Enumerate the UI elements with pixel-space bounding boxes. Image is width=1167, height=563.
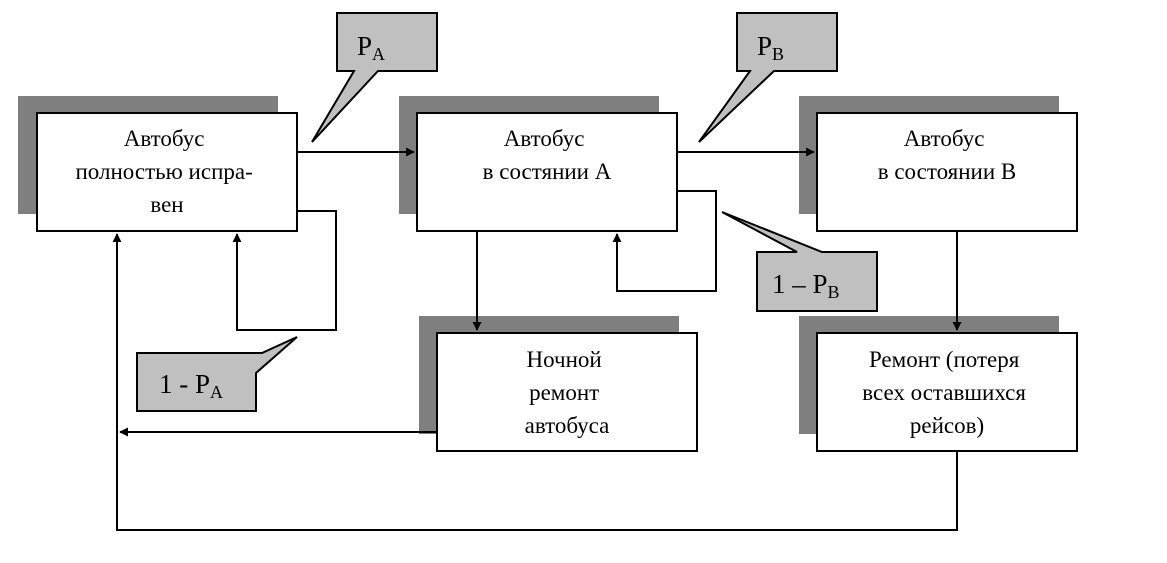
node-label: Автобус полностью испра- вен: [76, 126, 259, 217]
node-bus-state-a: Автобус в состянии А: [399, 96, 678, 232]
node-label-line: рейсов): [910, 413, 984, 438]
node-label-line: Автобус: [904, 126, 985, 151]
edge-healthy-self-loop: [232, 210, 337, 331]
node-bus-healthy: Автобус полностью испра- вен: [18, 96, 298, 232]
node-label-line: полностью испра-: [76, 159, 253, 184]
node-label-line: в состоянии В: [878, 159, 1017, 184]
callout-subscript: A: [372, 44, 385, 64]
callout-shape: [136, 336, 298, 412]
edges: [112, 147, 962, 531]
callout-label: PA: [357, 31, 385, 64]
callout-main-text: P: [757, 31, 772, 61]
node-label-line: ремонт: [529, 380, 599, 405]
node-label-line: всех оставшихся: [862, 380, 1026, 405]
node-box: [416, 112, 678, 232]
callout-label: 1 – PB: [772, 269, 840, 302]
callout-p-b: PB: [698, 12, 838, 143]
callout-subscript: B: [828, 282, 840, 302]
node-label: Автобус в состянии А: [483, 126, 612, 184]
callout-shape: [311, 12, 438, 143]
node-box: [816, 332, 1078, 452]
callout-one-minus-p-b: 1 – PB: [721, 211, 878, 312]
callout-subscript: B: [772, 44, 784, 64]
callout-label: 1 - PA: [159, 369, 223, 402]
node-repair: Ремонт (потеря всех оставшихся рейсов): [799, 316, 1078, 452]
callout-main-text: 1 - P: [159, 369, 210, 399]
callout-shape: [721, 211, 878, 312]
edge-a-self-loop: [612, 190, 717, 292]
node-label: Ночной ремонт автобуса: [525, 347, 610, 438]
node-label-line: автобуса: [525, 413, 610, 438]
callout-main-text: P: [357, 31, 372, 61]
callout-p-a: PA: [311, 12, 438, 143]
callout-subscript: A: [210, 382, 223, 402]
callout-shape: [698, 12, 838, 143]
node-label: Автобус в состоянии В: [878, 126, 1017, 184]
node-label-line: вен: [150, 192, 183, 217]
node-box: [816, 112, 1078, 232]
callout-main-text: 1 – P: [772, 269, 828, 299]
node-label-line: Ночной: [527, 347, 602, 372]
node-bus-state-b: Автобус в состоянии В: [799, 96, 1078, 232]
node-night-repair: Ночной ремонт автобуса: [419, 316, 698, 452]
callout-label: PB: [757, 31, 784, 64]
node-label-line: Ремонт (потеря: [869, 347, 1020, 372]
node-label-line: Автобус: [504, 126, 585, 151]
node-box: [36, 112, 298, 232]
node-box: [436, 332, 698, 452]
node-label-line: Автобус: [124, 126, 205, 151]
node-label: Ремонт (потеря всех оставшихся рейсов): [862, 347, 1031, 438]
callout-one-minus-p-a: 1 - PA: [136, 336, 298, 412]
node-label-line: в состянии А: [483, 159, 612, 184]
edge-repair-to-healthy: [112, 233, 958, 531]
